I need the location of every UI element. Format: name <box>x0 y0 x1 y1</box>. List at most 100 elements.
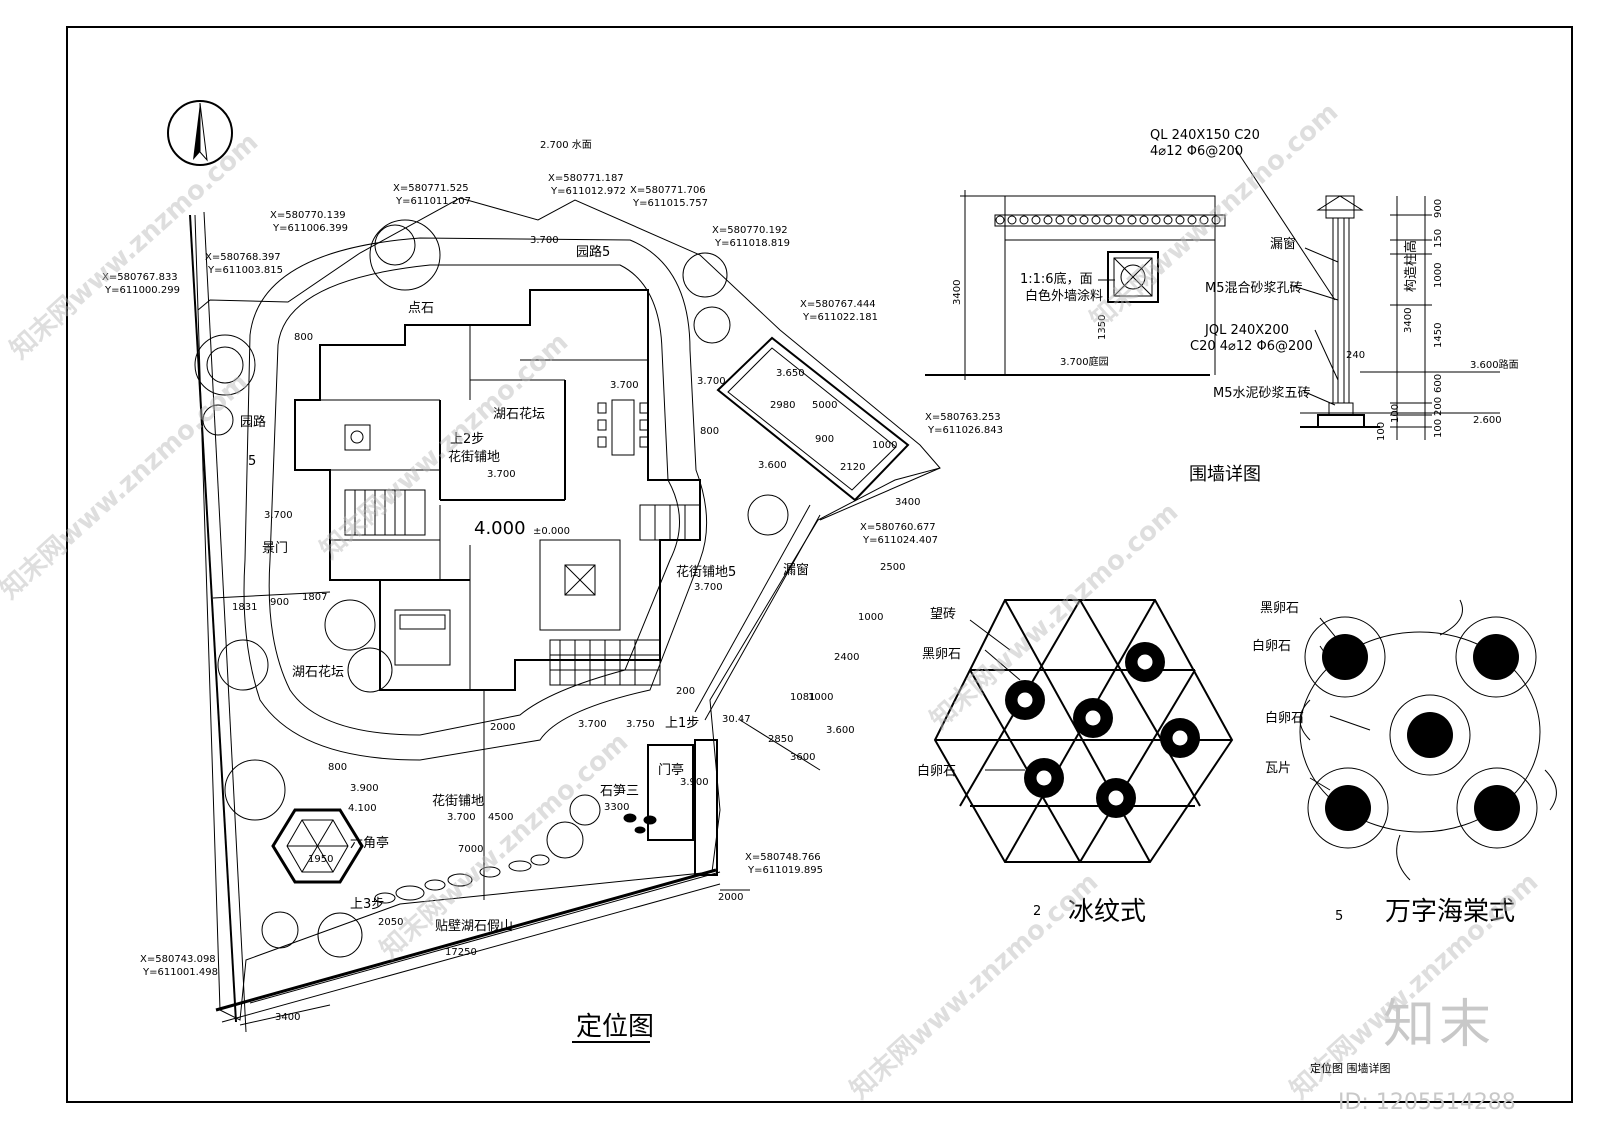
white-pebble-label-1: 白卵石 <box>1252 638 1291 654</box>
elev-mark: 3.700 <box>610 380 639 391</box>
sheet-title: 定位图 围墙详图 <box>1310 1062 1391 1075</box>
dim: 4500 <box>488 812 513 823</box>
elev-mark: 3.600 <box>758 460 787 471</box>
dim: 7000 <box>458 844 483 855</box>
garden-path-left-num: 5 <box>248 454 256 469</box>
right-dim-7: 100 <box>1433 419 1444 438</box>
plan-dimensions: 800 800 800 1831 900 1807 2000 4500 7000… <box>232 332 920 1023</box>
lattice-window-label: 漏窗 <box>1270 236 1296 252</box>
dim: 30.47 <box>722 714 751 725</box>
column-width-dim: 240 <box>1346 350 1365 361</box>
coord-x: X=580748.766 <box>745 852 821 863</box>
right-dim-4: 1450 <box>1433 323 1444 348</box>
dim: 1807 <box>302 592 327 603</box>
wanzi-pattern-number: 5 <box>1335 909 1343 924</box>
elev-mark: 3.700 <box>530 235 559 246</box>
road-elevation: 3.600路面 <box>1470 358 1519 371</box>
elev-mark: 3.650 <box>776 368 805 379</box>
ice-pattern: 望砖 黑卵石 白卵石 2 冰纹式 <box>917 599 1234 927</box>
coord-y: Y=611026.843 <box>927 425 1003 436</box>
stone-bamboo-label: 石笋三 <box>600 783 639 799</box>
right-dim-1: 900 <box>1433 199 1444 218</box>
elev-mark: 3.700 <box>447 812 476 823</box>
window-height-dim: 1350 <box>1097 315 1108 340</box>
elev-mark: 3.700 <box>694 582 723 593</box>
step-up-3-label: 上3步 <box>350 897 384 912</box>
wanzi-haitang-pattern: 黑卵石 白卵石 白卵石 瓦片 5 万字海棠式 <box>1252 599 1557 927</box>
coord-x: X=580768.397 <box>205 252 281 263</box>
dim: 3400 <box>275 1012 300 1023</box>
watermark-id: ID: 1205514288 <box>1338 1090 1516 1115</box>
coord-x: X=580767.833 <box>102 272 178 283</box>
hexagonal-pavilion <box>271 808 364 884</box>
dim: 17250 <box>445 947 477 958</box>
coord-y: Y=611024.407 <box>862 535 938 546</box>
dim: 5000 <box>812 400 837 411</box>
wall-detail: QL 240X150 C20 4⌀12 Φ6@200 漏窗 M5混合砂浆孔砖 J… <box>925 128 1519 485</box>
gate-pavilion-label: 门亭 <box>658 762 684 778</box>
dim: 2120 <box>840 462 865 473</box>
site-plan-labels: 2.700 水面 园路5 园路 5 点石 湖石花坛 花街铺地 花街铺地5 花街铺… <box>240 139 809 934</box>
coord-y: Y=611019.895 <box>747 865 823 876</box>
dimension-lines <box>212 467 941 1026</box>
coord-y: Y=611003.815 <box>207 265 283 276</box>
site-boundary <box>194 197 941 1021</box>
elev-mark: 3.700 <box>487 469 516 480</box>
step-up-2-label: 上2步 <box>450 432 484 447</box>
coord-y: Y=611011.207 <box>395 196 471 207</box>
dim: 2050 <box>378 917 403 928</box>
cement-brick-label: M5水泥砂浆五砖 <box>1213 386 1311 401</box>
paint-note-2: 白色外墙涂料 <box>1025 288 1103 304</box>
left-small-dim-1: 100 <box>1390 404 1401 423</box>
garden-path-inner <box>268 264 680 736</box>
dim: 800 <box>328 762 347 773</box>
ice-pattern-number: 2 <box>1033 904 1041 919</box>
coord-x: X=580760.677 <box>860 522 936 533</box>
jql-label: JQL 240X200 <box>1204 323 1289 338</box>
site-plan-title: 定位图 <box>576 1012 654 1042</box>
dim: 2850 <box>768 734 793 745</box>
water-elevation: 2.700 水面 <box>540 139 592 151</box>
right-dim-3: 1000 <box>1433 263 1444 288</box>
watermark-text: 知末网www.znzmo.com <box>845 867 1105 1105</box>
sheet-border <box>66 26 1573 1103</box>
elev-mark: 3.900 <box>350 783 379 794</box>
black-pebble-label: 黑卵石 <box>922 647 961 662</box>
hexagonal-pavilion-label: 六角亭 <box>350 835 389 851</box>
coord-x: X=580771.187 <box>548 173 624 184</box>
dim: 1831 <box>232 602 257 613</box>
lattice-window-icon <box>1107 251 1159 303</box>
dim: 3600 <box>790 752 815 763</box>
watermark-text: 知末网www.znzmo.com <box>0 367 254 605</box>
dim: 900 <box>270 597 289 608</box>
ice-pattern-title: 冰纹式 <box>1068 897 1146 927</box>
paint-note-1: 1:1:6底，面 <box>1020 271 1093 287</box>
dim: 3400 <box>895 497 920 508</box>
dim: 1950 <box>308 854 333 865</box>
garden-path-label: 园路5 <box>576 244 610 260</box>
dim: 1000 <box>858 612 883 623</box>
dim: 2000 <box>490 722 515 733</box>
mortar-brick-label: M5混合砂浆孔砖 <box>1205 281 1303 296</box>
dim: 800 <box>294 332 313 343</box>
coord-x: X=580767.444 <box>800 299 876 310</box>
coord-y: Y=611000.299 <box>104 285 180 296</box>
elev-mark: 3.700 <box>697 376 726 387</box>
elev-mark: 3.600 <box>826 725 855 736</box>
elev-mark: 4.100 <box>348 803 377 814</box>
wall-detail-title: 围墙详图 <box>1189 464 1261 485</box>
coord-y: Y=611022.181 <box>802 312 878 323</box>
garden-elevation: 3.700庭园 <box>1060 355 1109 368</box>
ql-label: QL 240X150 C20 <box>1150 128 1260 143</box>
left-small-dim-2: 100 <box>1376 422 1387 441</box>
elev-mark: 3.700 <box>578 719 607 730</box>
